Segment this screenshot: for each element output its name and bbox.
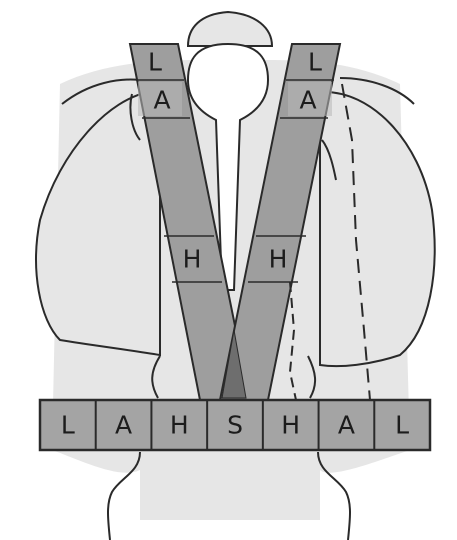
bottom-bar-label-7: L <box>395 411 409 440</box>
left-band-label-3: H <box>183 245 202 274</box>
right-band-label-2: A <box>299 86 316 115</box>
right-lobe <box>320 92 435 366</box>
anatomy-shapes <box>36 12 435 540</box>
left-lobe <box>36 92 160 355</box>
left-band-label-1: L <box>148 48 162 77</box>
bottom-bar-label-5: H <box>281 411 300 440</box>
right-band-label-1: L <box>308 48 322 77</box>
top-cap <box>188 12 272 46</box>
left-band-label-2: A <box>153 86 170 115</box>
bottom-bar-label-4: S <box>227 411 243 440</box>
bottom-bar-label-1: L <box>61 411 75 440</box>
bottom-bar-label-3: H <box>170 411 189 440</box>
bottom-bar-label-6: A <box>338 411 355 440</box>
bottom-bar-label-2: A <box>115 411 132 440</box>
right-band-label-3: H <box>269 245 288 274</box>
